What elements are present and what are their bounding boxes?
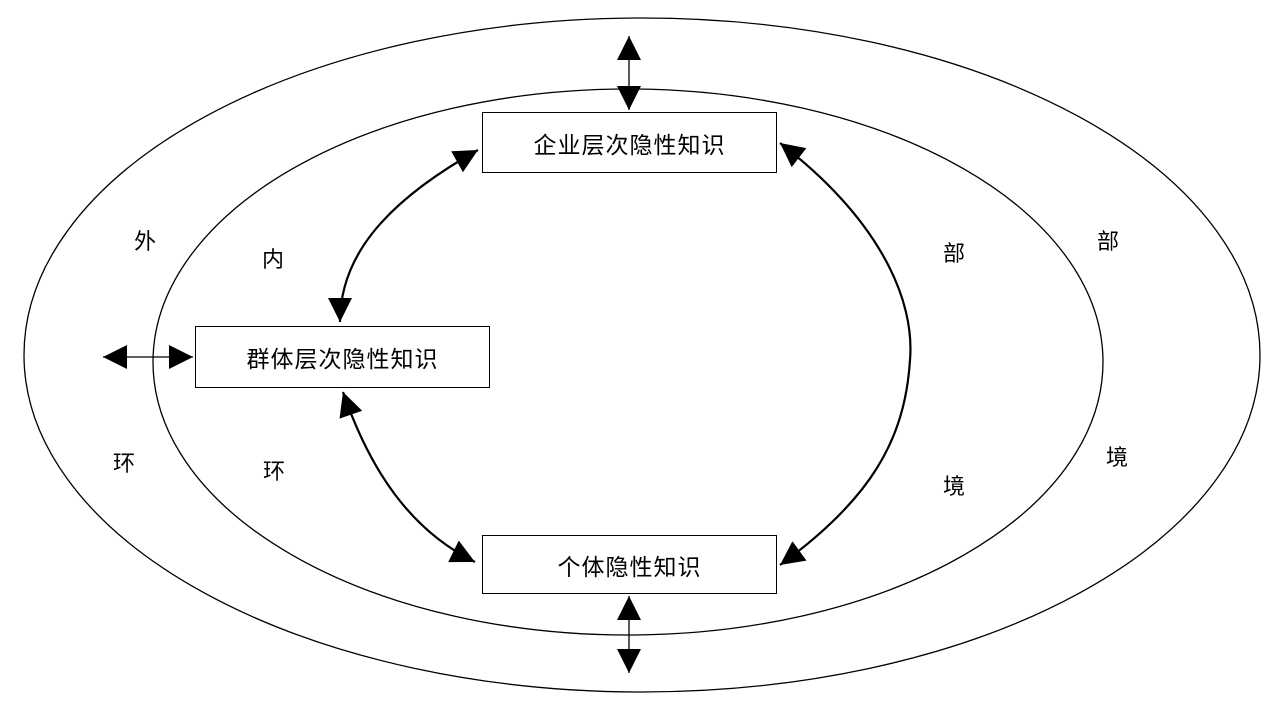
outer-env-left-top-char: 外 [134,230,157,255]
outer-env-right-top-char: 部 [1097,230,1120,255]
outer-env-right-bottom-char: 境 [1106,446,1129,471]
arrow-enterprise-individual [779,142,912,566]
enterprise-tacit-knowledge-box: 企业层次隐性知识 [482,112,777,173]
arrow-group-individual [339,391,476,563]
group-tacit-knowledge-box: 群体层次隐性知识 [195,326,490,388]
enterprise-label: 企业层次隐性知识 [533,132,726,159]
inner-env-right-top-char: 部 [943,242,966,267]
outer-env-left-bottom-char: 环 [113,452,136,477]
arrow-enterprise-group [328,149,479,323]
group-label: 群体层次隐性知识 [246,347,439,373]
inner-env-right-bottom-char: 境 [943,475,966,500]
individual-tacit-knowledge-box: 个体隐性知识 [482,535,777,594]
outer-environment-ellipse [23,17,1261,693]
inner-env-left-top-char: 内 [262,248,285,273]
individual-label: 个体隐性知识 [557,554,702,581]
inner-env-left-bottom-char: 环 [263,460,286,485]
